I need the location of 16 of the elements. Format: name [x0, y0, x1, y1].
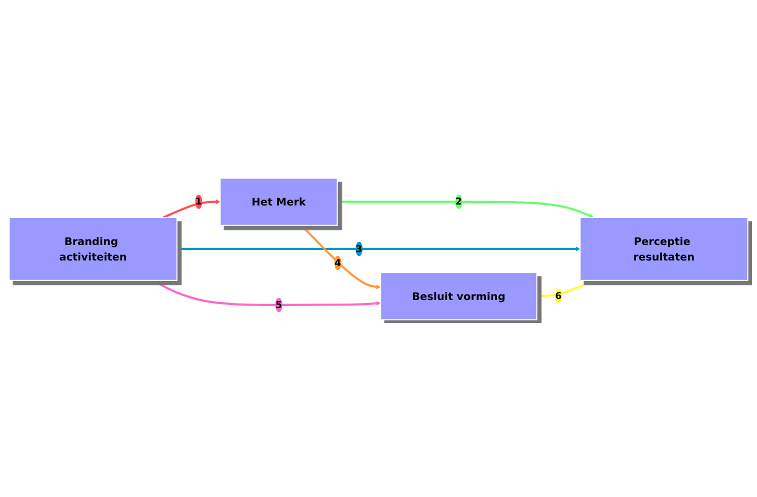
arrow [162, 199, 220, 218]
node-box: Perceptie resultaten [580, 216, 748, 280]
edge-label: 3 [356, 242, 362, 254]
edge-label: 6 [555, 290, 562, 302]
node-box: Het Merk [220, 177, 338, 226]
node-box: Besluit vorming [380, 272, 538, 320]
edge-label: 4 [334, 256, 342, 268]
arrow [536, 280, 594, 297]
arrow [152, 279, 381, 306]
edge-label: 2 [455, 196, 462, 207]
node-box: Branding activiteiten [8, 216, 178, 280]
arrow [176, 246, 580, 251]
arrow [300, 224, 381, 289]
edge-label: 1 [195, 196, 202, 207]
edge-label: 5 [275, 298, 282, 310]
arrow [337, 200, 594, 218]
